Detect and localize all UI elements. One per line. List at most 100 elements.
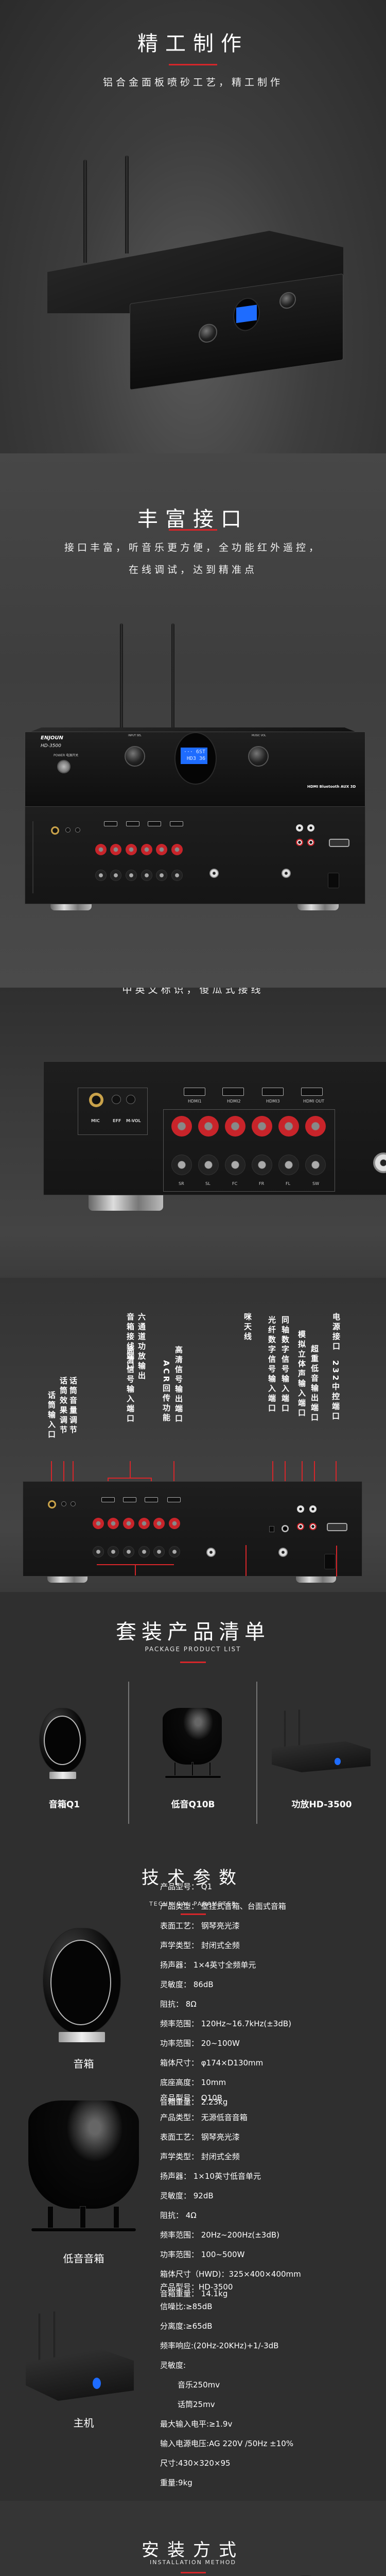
eff-knob-icon xyxy=(112,1095,121,1104)
title-underline xyxy=(169,529,217,531)
package-item-name: 音箱Q1 xyxy=(48,1800,80,1810)
lcd-display xyxy=(236,304,257,324)
package-item-name: 低音Q10B xyxy=(171,1800,215,1810)
title-underline xyxy=(169,64,217,65)
mic-jack-icon xyxy=(48,1500,56,1509)
speaker-terminal-icon xyxy=(225,1155,245,1175)
atn1-antenna-connector-icon xyxy=(206,1548,216,1557)
speaker-terminal-icon xyxy=(278,1116,299,1137)
section-title: 安装方式 xyxy=(142,2540,244,2561)
speaker-terminal-icon xyxy=(171,1155,192,1175)
section-title: 丰富接口 xyxy=(137,507,249,531)
title-underline xyxy=(181,1913,206,1915)
hdmi-out-port-icon xyxy=(170,821,183,826)
port-label-acr: ACR回传功能 xyxy=(162,1360,171,1423)
input-knob-icon xyxy=(199,323,217,344)
speaker-terminal-icon xyxy=(123,1546,134,1557)
port-label-hdmi-output: 高清信号输出端口 xyxy=(174,1346,183,1424)
section-subtitle: 中英文标识，傻瓜式接线 xyxy=(122,988,264,995)
package-item-name: 功放HD-3500 xyxy=(291,1800,352,1810)
speaker-terminal-icon xyxy=(225,1116,245,1137)
speaker-terminal-icon xyxy=(138,1546,150,1557)
speaker-terminal-icon xyxy=(305,1155,326,1175)
antenna-icon xyxy=(39,2313,40,2362)
mvol-knob-icon xyxy=(126,1095,135,1104)
port-label-mic-antenna: 咪天线 xyxy=(243,1313,252,1342)
input-select-knob[interactable] xyxy=(125,746,145,767)
port-label-mic-input: 话筒输入口 xyxy=(47,1391,56,1440)
speaker-q1-icon xyxy=(39,1708,86,1772)
spec-caption: 低音音箱 xyxy=(63,2252,104,2265)
speaker-terminal-icon xyxy=(108,1518,119,1529)
speaker-terminal-icon xyxy=(305,1116,326,1137)
speaker-terminal-icon xyxy=(95,870,107,881)
aux-rca-icon xyxy=(297,1523,304,1530)
spec-caption: 音箱 xyxy=(73,2058,94,2070)
section-title: 精工制作 xyxy=(137,32,249,56)
power-button[interactable] xyxy=(57,760,71,773)
antenna-icon xyxy=(83,160,87,263)
speaker-terminal-icon xyxy=(108,1546,119,1557)
speaker-terminal-icon xyxy=(123,1518,134,1529)
speaker-terminal-icon xyxy=(126,844,137,855)
speaker-terminal-icon xyxy=(126,870,137,881)
antenna-icon xyxy=(284,1710,286,1757)
port-label-speaker-terminals: 音箱接线端口 xyxy=(126,1313,135,1371)
port-label-analog: 模拟立体声输入端口 xyxy=(297,1330,306,1418)
power-socket-icon xyxy=(324,1554,336,1569)
speaker-terminal-icon xyxy=(198,1155,219,1175)
antenna-icon xyxy=(171,623,174,729)
antenna-icon xyxy=(299,1709,300,1753)
section-subtitle-en: INSTALLATION METHOD xyxy=(150,2559,236,2566)
port-label-rs232: 232中控端口 xyxy=(331,1360,340,1422)
section-subtitle-en: TECHNICAL PARAMETER xyxy=(149,1901,237,1907)
section-subtitle-line1: 接口丰富，听音乐更方便，全功能红外遥控， xyxy=(64,542,322,553)
port-label-mic-effect: 话筒效果调节 xyxy=(59,1377,68,1435)
antenna-icon xyxy=(125,156,129,253)
section-installation: 安装方式 INSTALLATION METHOD 桌面摆放 壁挂（选配） 落地支… xyxy=(0,2501,386,2576)
coaxial-port-icon xyxy=(282,1525,289,1532)
hdmi2-port-icon xyxy=(126,821,139,826)
music-volume-knob[interactable] xyxy=(248,746,269,767)
speaker-terminal-icon xyxy=(153,1546,165,1557)
rs232-port-icon xyxy=(329,839,349,847)
port-label-hdmi-input: 高清信号输入端口 xyxy=(126,1346,135,1424)
section-title: 技术参数 xyxy=(142,1868,244,1888)
section-subtitle-en: PACKAGE PRODUCT LIST xyxy=(145,1646,241,1653)
hdmi-out-port-icon xyxy=(167,1497,181,1502)
speaker-terminal-icon xyxy=(110,870,121,881)
hdmi1-port-icon xyxy=(101,1497,115,1502)
amplifier-front-panel: ENJOUN HD-3500 POWER 电源开关 INPUT SEL ··· … xyxy=(25,732,365,812)
amplifier-hd3500-icon xyxy=(26,2349,134,2401)
port-label-subwoofer: 超重低音输出端口 xyxy=(310,1345,319,1423)
power-label: POWER 电源开关 xyxy=(54,754,79,757)
atn2-antenna-connector-icon xyxy=(278,1548,288,1557)
section-subtitle-line2: 在线调试，达到精准点 xyxy=(128,564,257,575)
hdmi3-port-icon xyxy=(148,821,161,826)
port-label-six-channel-output: 六通道功放输出 xyxy=(137,1313,146,1381)
hdmi2-port-icon xyxy=(222,1088,244,1096)
port-label-mic-volume: 话筒音量调节 xyxy=(68,1377,78,1435)
mic-jack-icon xyxy=(89,1093,103,1107)
subwoofer-q10b-icon xyxy=(28,2100,139,2209)
speaker-terminal-icon xyxy=(156,844,167,855)
input-knob-label: INPUT SEL xyxy=(128,734,142,737)
brand-logo: ENJOUN xyxy=(41,735,63,741)
atn1-antenna-connector-icon xyxy=(209,869,219,878)
sw-rca-icon xyxy=(309,1523,317,1530)
spec-caption: 主机 xyxy=(73,2417,94,2429)
port-label-power-input: 电源接口 xyxy=(331,1313,341,1352)
antenna-icon xyxy=(54,2311,55,2360)
speaker-terminal-icon xyxy=(171,870,183,881)
hdmi1-port-icon xyxy=(104,821,117,826)
lcd-display: ··· 6ST HD3 36 xyxy=(181,748,207,764)
subwoofer-q10b-icon xyxy=(163,1708,222,1765)
column-divider xyxy=(128,1682,129,1824)
section-interfaces: 丰富接口 接口丰富，听音乐更方便，全功能红外遥控， 在线调试，达到精准点 ENJ… xyxy=(0,453,386,988)
title-underline xyxy=(180,1662,206,1663)
speaker-terminal-icon xyxy=(278,1155,299,1175)
atn1-antenna-connector-icon xyxy=(373,1153,386,1173)
optical-port-icon xyxy=(269,1526,274,1532)
feature-badges: HDMI Bluetooth AUX 3D xyxy=(307,785,356,789)
model-label: HD-3500 xyxy=(41,743,61,749)
